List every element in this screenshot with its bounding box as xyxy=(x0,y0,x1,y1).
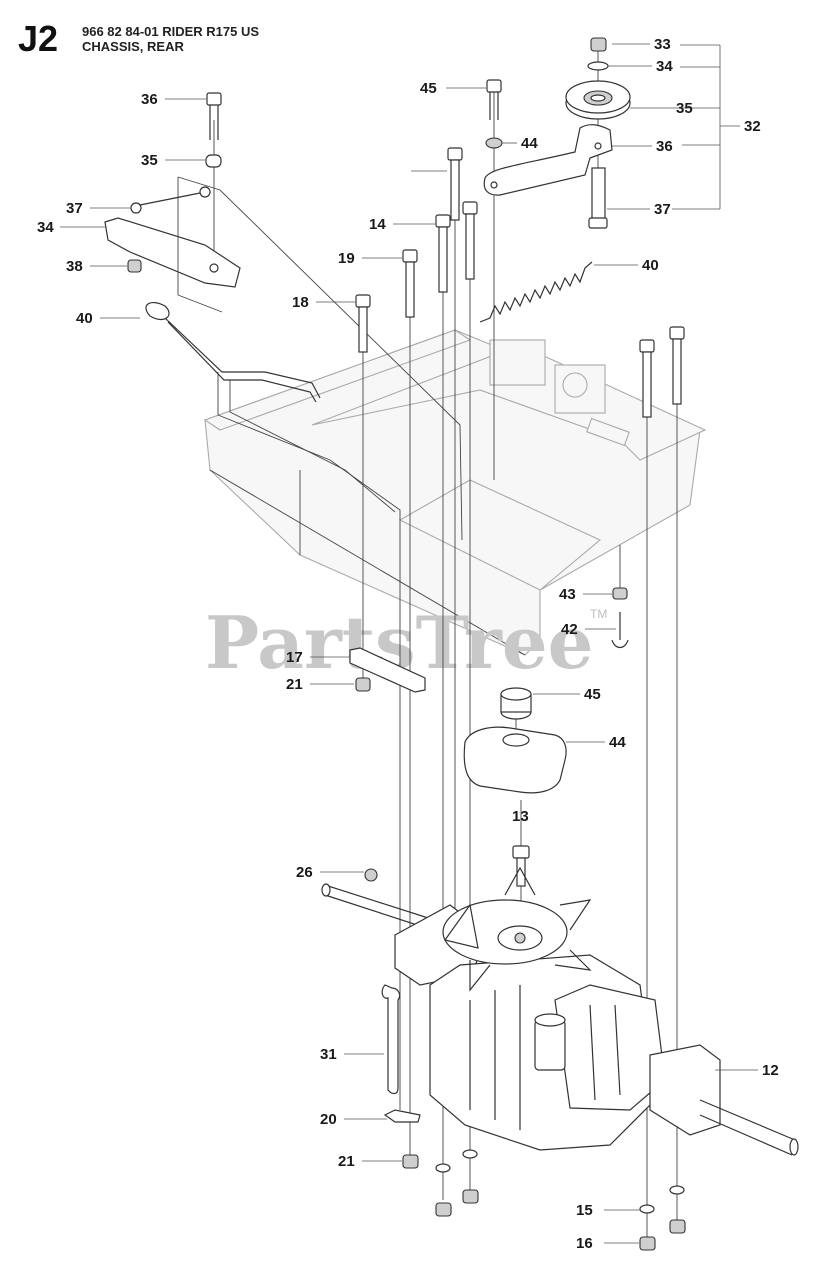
callout-35: 35 xyxy=(676,100,693,117)
callout-16: 16 xyxy=(576,1235,593,1252)
callout-42: 42 xyxy=(561,621,578,638)
callout-25: 37 xyxy=(66,200,83,217)
callout-38: 44 xyxy=(521,135,538,152)
diagram-subtitle: CHASSIS, REAR xyxy=(82,39,184,54)
callout-labels: 36 35 37 34 38 40 45 44 14 19 18 33 34 3… xyxy=(37,36,779,1252)
callout-12: 12 xyxy=(762,1062,779,1079)
callout-17: 17 xyxy=(286,649,303,666)
brake-lever-assembly xyxy=(104,92,463,1110)
model-line: 966 82 84-01 RIDER R175 US xyxy=(82,24,260,39)
callout-44: 44 xyxy=(609,734,626,751)
callout-20: 20 xyxy=(320,1111,337,1128)
callout-26: 38 xyxy=(66,258,83,275)
callout-24: 36 xyxy=(141,91,158,108)
callout-45: 45 xyxy=(584,686,601,703)
callout-leaders xyxy=(60,43,758,1244)
tension-spring-40 xyxy=(479,261,593,323)
callout-23: 35 xyxy=(141,152,158,169)
callout-21-lower: 21 xyxy=(338,1153,355,1170)
idler-pulley-assembly xyxy=(483,37,631,229)
callout-22: 34 xyxy=(37,219,54,236)
group-bracket-32 xyxy=(672,44,740,210)
callout-40: 40 xyxy=(642,257,659,274)
bottom-fasteners xyxy=(402,1149,686,1251)
callout-37: 37 xyxy=(654,201,671,218)
section-code: J2 xyxy=(18,18,59,59)
callout-34: 34 xyxy=(656,58,673,75)
callout-43: 43 xyxy=(559,586,576,603)
callout-15: 15 xyxy=(576,1202,593,1219)
oil-reservoir-44 xyxy=(463,687,567,794)
clevis-pin-42 xyxy=(611,587,629,649)
callout-31: 31 xyxy=(320,1046,337,1063)
spacer-plate-17 xyxy=(349,647,426,693)
callout-18: 18 xyxy=(292,294,309,311)
callout-14: 14 xyxy=(369,216,386,233)
callout-36: 36 xyxy=(656,138,673,155)
transaxle-unit xyxy=(321,866,799,1156)
callout-19: 19 xyxy=(338,250,355,267)
callout-30: 40 xyxy=(76,310,93,327)
callout-21-upper: 21 xyxy=(286,676,303,693)
callout-13: 13 xyxy=(512,808,529,825)
bolt-13 xyxy=(512,845,530,887)
callout-26-lower: 26 xyxy=(296,864,313,881)
callout-39: 45 xyxy=(420,80,437,97)
callout-32: 32 xyxy=(744,118,761,135)
rear-chassis-frame xyxy=(203,329,707,656)
frame-bolts xyxy=(355,147,685,418)
callout-33: 33 xyxy=(654,36,671,53)
watermark-trademark: TM xyxy=(590,607,607,621)
